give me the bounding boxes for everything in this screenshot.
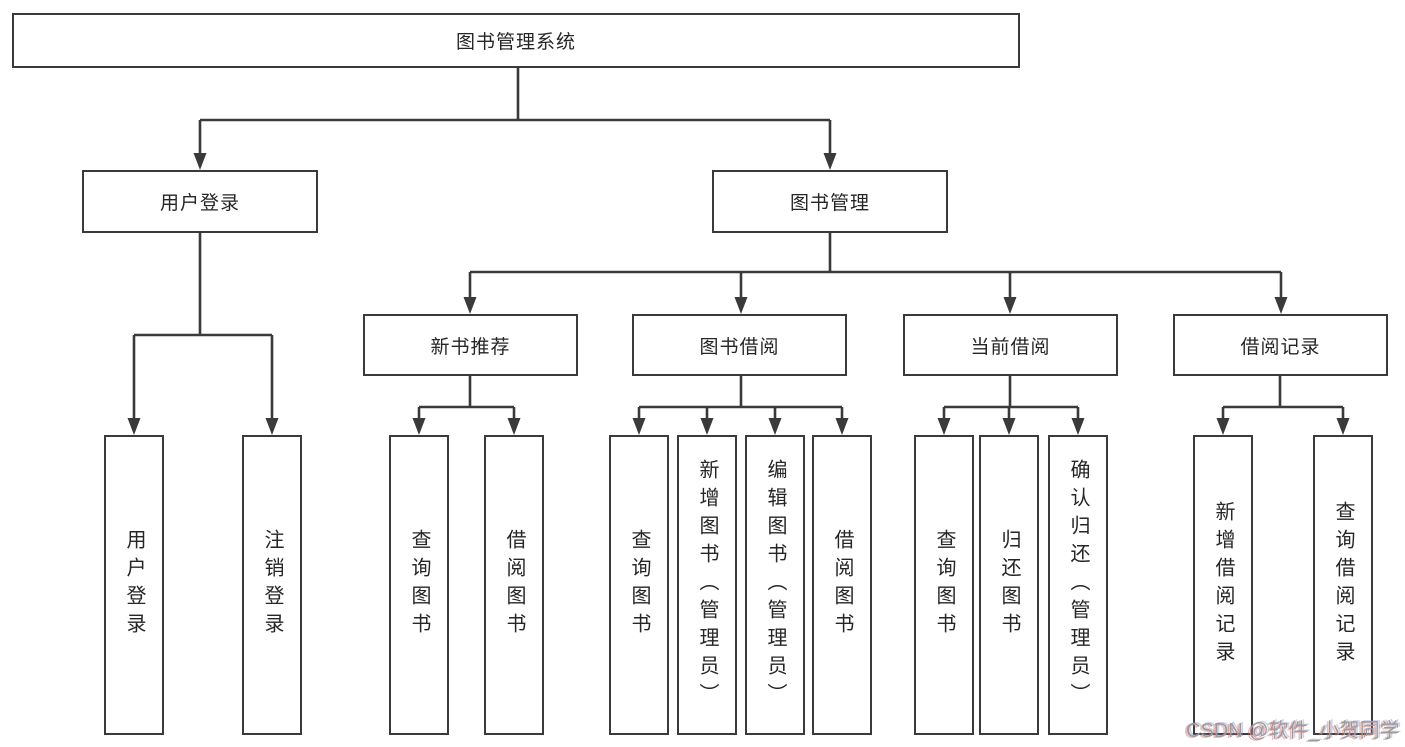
node-new-book-recommend-label: 新书推荐 [430, 336, 511, 358]
leaf-borrow-edit-books-admin: 编辑图书（管理员） [745, 435, 805, 735]
node-root: 图书管理系统 [12, 13, 1020, 68]
node-book-borrow: 图书借阅 [632, 314, 847, 376]
leaf-logout: 注销登录 [242, 435, 302, 735]
node-book-management-label: 图书管理 [789, 193, 870, 214]
leaf-borrow-query-books-label: 查询图书 [628, 529, 650, 641]
leaf-current-query-books: 查询图书 [914, 435, 974, 735]
leaf-borrow-edit-books-admin-label: 编辑图书（管理员） [764, 459, 786, 711]
leaf-records-query-record: 查询借阅记录 [1313, 435, 1373, 735]
watermark: CSDN @软件_小贺同学 [1186, 720, 1400, 742]
node-root-label: 图书管理系统 [455, 32, 576, 53]
node-book-borrow-label: 图书借阅 [699, 336, 780, 358]
node-user-login-label: 用户登录 [159, 193, 240, 214]
leaf-newbook-query-books-label: 查询图书 [408, 529, 430, 641]
arrowheads [127, 153, 1350, 435]
node-current-borrow-label: 当前借阅 [970, 336, 1051, 358]
node-current-borrow: 当前借阅 [903, 314, 1118, 376]
leaf-borrow-add-books-admin-label: 新增图书（管理员） [696, 459, 718, 711]
leaf-user-login: 用户登录 [104, 435, 164, 735]
node-book-management: 图书管理 [712, 170, 948, 233]
leaf-logout-label: 注销登录 [261, 529, 283, 641]
leaf-newbook-borrow-books-label: 借阅图书 [503, 529, 525, 641]
node-borrow-records: 借阅记录 [1173, 314, 1388, 376]
leaf-records-query-record-label: 查询借阅记录 [1332, 501, 1354, 669]
node-borrow-records-label: 借阅记录 [1240, 336, 1321, 358]
leaf-records-add-record-label: 新增借阅记录 [1212, 501, 1234, 669]
leaf-current-return-books-label: 归还图书 [998, 529, 1020, 641]
leaf-current-return-books: 归还图书 [979, 435, 1039, 735]
leaf-records-add-record: 新增借阅记录 [1193, 435, 1253, 735]
leaf-newbook-query-books: 查询图书 [389, 435, 449, 735]
leaf-current-confirm-return-admin: 确认归还（管理员） [1048, 435, 1108, 735]
leaf-current-query-books-label: 查询图书 [933, 529, 955, 641]
leaf-newbook-borrow-books: 借阅图书 [484, 435, 544, 735]
leaf-borrow-borrow-books-label: 借阅图书 [831, 529, 853, 641]
leaf-user-login-label: 用户登录 [123, 529, 145, 641]
leaf-borrow-add-books-admin: 新增图书（管理员） [677, 435, 737, 735]
leaf-current-confirm-return-admin-label: 确认归还（管理员） [1067, 459, 1089, 711]
node-new-book-recommend: 新书推荐 [363, 314, 578, 376]
leaf-borrow-query-books: 查询图书 [609, 435, 669, 735]
node-user-login: 用户登录 [82, 170, 318, 233]
leaf-borrow-borrow-books: 借阅图书 [812, 435, 872, 735]
